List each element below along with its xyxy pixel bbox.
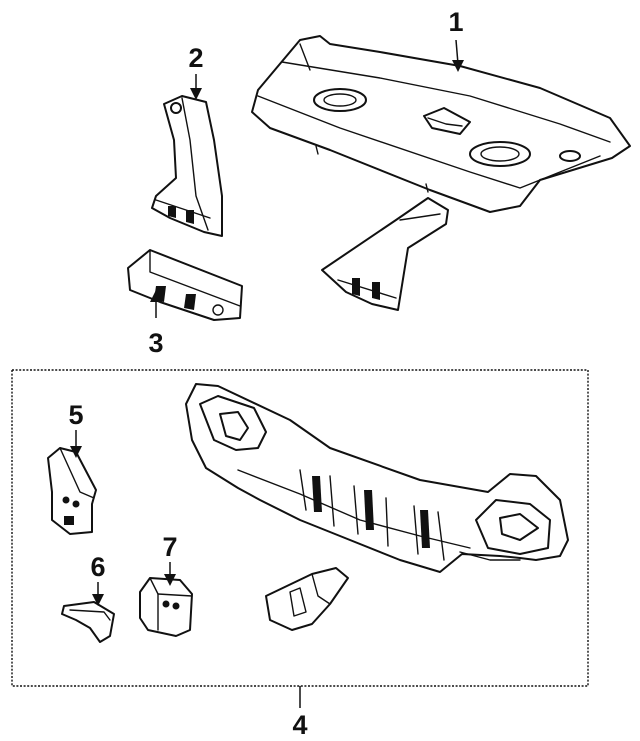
callout-6: 6 <box>90 552 105 582</box>
part-quarter-trim <box>321 197 449 311</box>
callout-3: 3 <box>148 328 163 358</box>
part-3-bracket <box>127 249 243 321</box>
part-4-rear-panel <box>185 383 569 573</box>
callout-4: 4 <box>292 710 307 740</box>
callout-7: 7 <box>162 532 177 562</box>
part-corner-bracket <box>265 567 349 631</box>
assembly-4-group-box <box>11 369 589 687</box>
part-5-bracket <box>47 447 97 535</box>
part-2-pillar-trim <box>151 95 223 237</box>
part-7-block <box>139 577 193 637</box>
callout-1: 1 <box>448 7 463 37</box>
callout-5: 5 <box>68 400 83 430</box>
part-1-package-tray <box>251 35 631 213</box>
leader-lines <box>70 39 464 708</box>
part-6-clip <box>61 601 115 643</box>
callout-2: 2 <box>188 43 203 73</box>
